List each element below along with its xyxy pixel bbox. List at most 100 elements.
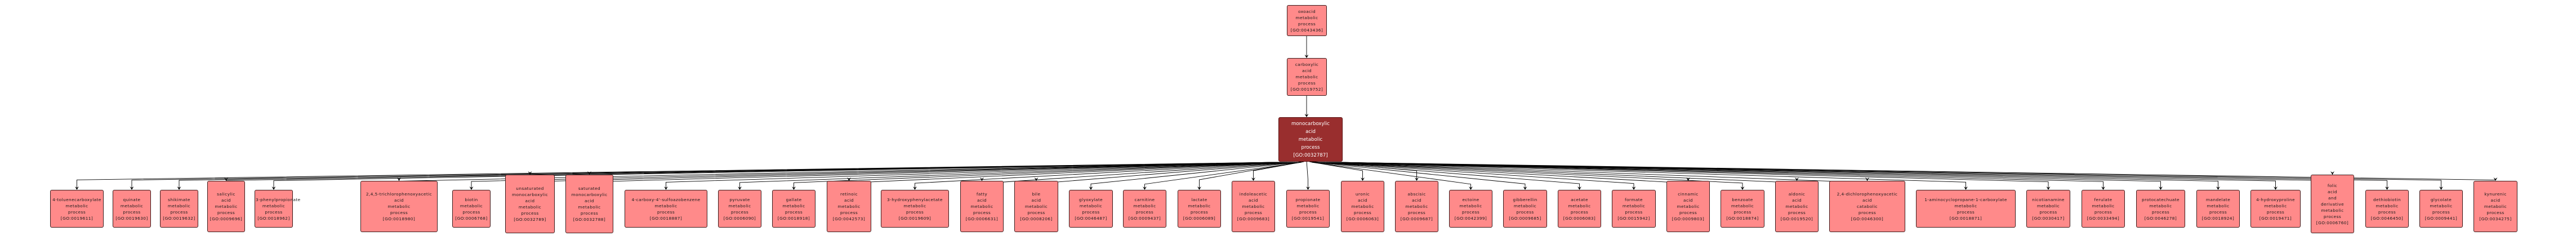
node-label-line: process — [785, 209, 803, 215]
node-label-line: metabolic — [65, 203, 88, 208]
node-label-line: metabolic — [903, 203, 926, 208]
node-label-line: metabolic — [1296, 203, 1320, 208]
node-go-id: [GO:0018924] — [2201, 215, 2235, 221]
node-label-line: cinnamic — [1678, 192, 1699, 197]
node-go-id: [GO:0009683] — [1237, 216, 1270, 221]
node-label-line: metabolic — [1298, 136, 1323, 143]
node-label-line: process — [170, 209, 188, 215]
node-label-line: process — [730, 209, 749, 215]
edge-arrowhead-icon — [1964, 186, 1968, 190]
node-label-line: process — [2151, 209, 2170, 215]
node-label-line: acetate — [1571, 197, 1588, 202]
node-label-line: metabolic — [1459, 203, 1482, 208]
node-go-id: [GO:0006083] — [1563, 215, 1596, 221]
edge-arrowhead-icon — [847, 177, 851, 181]
node-go-id: [GO:0019609] — [898, 215, 932, 221]
node-go-id: [GO:0042573] — [832, 216, 866, 221]
node-label-line: acid — [977, 198, 987, 203]
node-label-line: abscisic — [1407, 192, 1426, 197]
edge-arrowhead-icon — [2493, 177, 2498, 181]
node-label-line: metabolic — [1513, 203, 1537, 208]
node-label-line: acid — [394, 198, 404, 203]
edge-arrowhead-icon — [397, 177, 401, 181]
node-go-id: [GO:0019630] — [115, 215, 148, 221]
edge-arrowhead-icon — [913, 186, 917, 190]
edge-arrowhead-icon — [1795, 177, 1799, 181]
edge-focus-to-child — [1334, 162, 2218, 189]
node-label-line: propionate — [1295, 197, 1321, 202]
node-label-line: metabolic — [1351, 204, 1374, 209]
node-label-line: metabolic — [460, 203, 483, 208]
node-go-id: [GO:0009687] — [1400, 216, 1433, 221]
node-label-line: lactate — [1191, 197, 1207, 202]
node-label-line: process — [1298, 81, 1316, 86]
node-label-line: process — [1244, 210, 1263, 215]
node-label-line: oxoacid — [1298, 8, 1316, 14]
node-label-line: process — [1301, 144, 1320, 150]
node-label-line: process — [2378, 209, 2396, 215]
node-label-line: acid — [1683, 198, 1693, 203]
node-go-id: [GO:0042399] — [1454, 215, 1487, 221]
node-label-line: dethiobiotin — [2373, 197, 2401, 202]
node-label-line: gallate — [786, 197, 802, 202]
node-label-line: derivative — [2320, 201, 2345, 207]
edge-focus-to-child — [1334, 162, 2441, 189]
edge-focus-to-child — [739, 162, 1290, 189]
edge-arrowhead-icon — [2216, 186, 2220, 190]
node-go-id: [GO:0046278] — [2144, 215, 2177, 221]
node-label-line: carboxylic — [1295, 62, 1319, 67]
node-label-line: process — [68, 209, 86, 215]
edge-arrowhead-icon — [2046, 186, 2051, 190]
node-label-line: 1-aminocyclopropane-1-carboxylate — [1924, 197, 2007, 202]
node-label-line: metabolic — [1731, 203, 1754, 208]
edge-arrowhead-icon — [738, 186, 742, 190]
node-go-id: [GO:0006089] — [1183, 215, 1216, 221]
node-label-line: acid — [1862, 198, 1872, 203]
node-go-id: [GO:0043436] — [1290, 27, 1323, 33]
